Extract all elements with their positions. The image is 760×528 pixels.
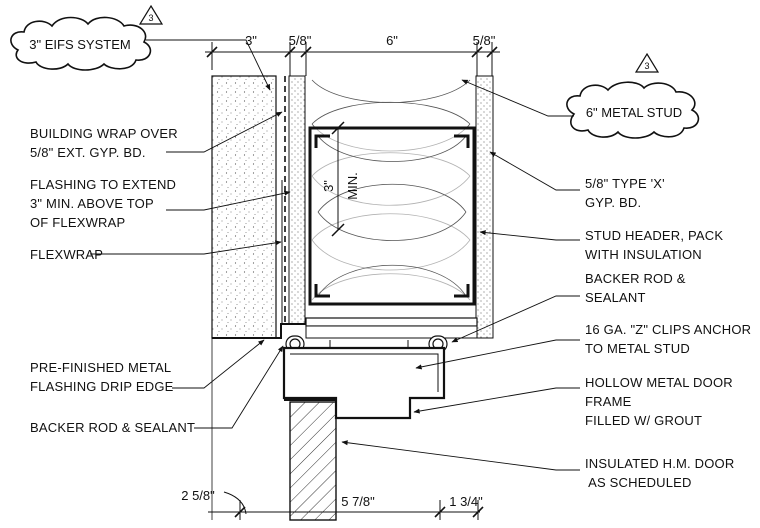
label-z-clips-2: TO METAL STUD	[585, 341, 690, 356]
dim-top-5-8-left: 5/8"	[289, 33, 312, 48]
dim-top-3in: 3"	[245, 33, 257, 48]
label-backer-rod-left: BACKER ROD & SEALANT	[30, 420, 195, 435]
min-dim-label: MIN.	[345, 172, 360, 199]
label-flashing-2: 3" MIN. ABOVE TOP	[30, 196, 154, 211]
hollow-metal-frame	[282, 346, 446, 420]
right-labels: 5/8" TYPE 'X' GYP. BD. STUD HEADER, PACK…	[585, 176, 751, 490]
dim-bottom-5-7-8: 5 7/8"	[341, 494, 375, 509]
label-building-wrap-2: 5/8" EXT. GYP. BD.	[30, 145, 146, 160]
cloud-metal-stud: 6" METAL STUD 3	[566, 52, 700, 139]
dim-bottom-2-5-8: 2 5/8"	[181, 488, 215, 503]
label-drip-edge-2: FLASHING DRIP EDGE	[30, 379, 174, 394]
label-hm-frame-2: FRAME	[585, 394, 632, 409]
bottom-track	[305, 317, 478, 327]
stud-header	[308, 126, 476, 306]
label-backer-rod-right-1: BACKER ROD &	[585, 271, 686, 286]
interior-gyp-board	[475, 75, 494, 339]
label-drip-edge-1: PRE-FINISHED METAL	[30, 360, 171, 375]
cloud-eifs-text: 3" EIFS SYSTEM	[29, 37, 130, 52]
frame-inner-return	[290, 353, 439, 392]
cloud-eifs-system: 3" EIFS SYSTEM 3	[10, 4, 164, 71]
label-door-2: AS SCHEDULED	[585, 475, 692, 490]
label-z-clips-1: 16 GA. "Z" CLIPS ANCHOR	[585, 322, 751, 337]
eifs-layer	[211, 75, 277, 339]
insulated-door-leaf	[289, 401, 337, 521]
label-door-1: INSULATED H.M. DOOR	[585, 456, 734, 471]
label-flashing-1: FLASHING TO EXTEND	[30, 177, 176, 192]
dim-bottom-1-3-4: 1 3/4"	[449, 494, 483, 509]
min-dimension	[331, 121, 345, 237]
label-stud-header-1: STUD HEADER, PACK	[585, 228, 723, 243]
label-flexwrap: FLEXWRAP	[30, 247, 103, 262]
clip-zone	[305, 325, 478, 339]
revision-tag-metal-stud: 3	[644, 61, 649, 71]
flashing-drip-edge	[212, 323, 306, 339]
label-hm-frame-1: HOLLOW METAL DOOR	[585, 375, 733, 390]
cloud-metal-stud-text: 6" METAL STUD	[586, 105, 682, 120]
leader-lines	[90, 39, 580, 471]
label-type-x-1: 5/8" TYPE 'X'	[585, 176, 665, 191]
dim-top-5-8-right: 5/8"	[473, 33, 496, 48]
label-stud-header-2: WITH INSULATION	[585, 247, 702, 262]
top-dimension-string	[205, 42, 500, 76]
label-type-x-2: GYP. BD.	[585, 195, 641, 210]
label-hm-frame-3: FILLED W/ GROUT	[585, 413, 702, 428]
label-building-wrap-1: BUILDING WRAP OVER	[30, 126, 178, 141]
stud-lips	[314, 134, 470, 298]
revision-tag-eifs: 3	[148, 13, 153, 23]
bottom-dimension-string	[208, 491, 484, 520]
left-labels: BUILDING WRAP OVER 5/8" EXT. GYP. BD. FL…	[30, 126, 195, 435]
min-dim-value: 3"	[321, 180, 336, 192]
label-backer-rod-right-2: SEALANT	[585, 290, 646, 305]
exterior-gyp-board	[288, 75, 306, 325]
dim-top-6in: 6"	[386, 33, 398, 48]
label-flashing-3: OF FLEXWRAP	[30, 215, 125, 230]
stud-header-insulation	[317, 135, 467, 297]
